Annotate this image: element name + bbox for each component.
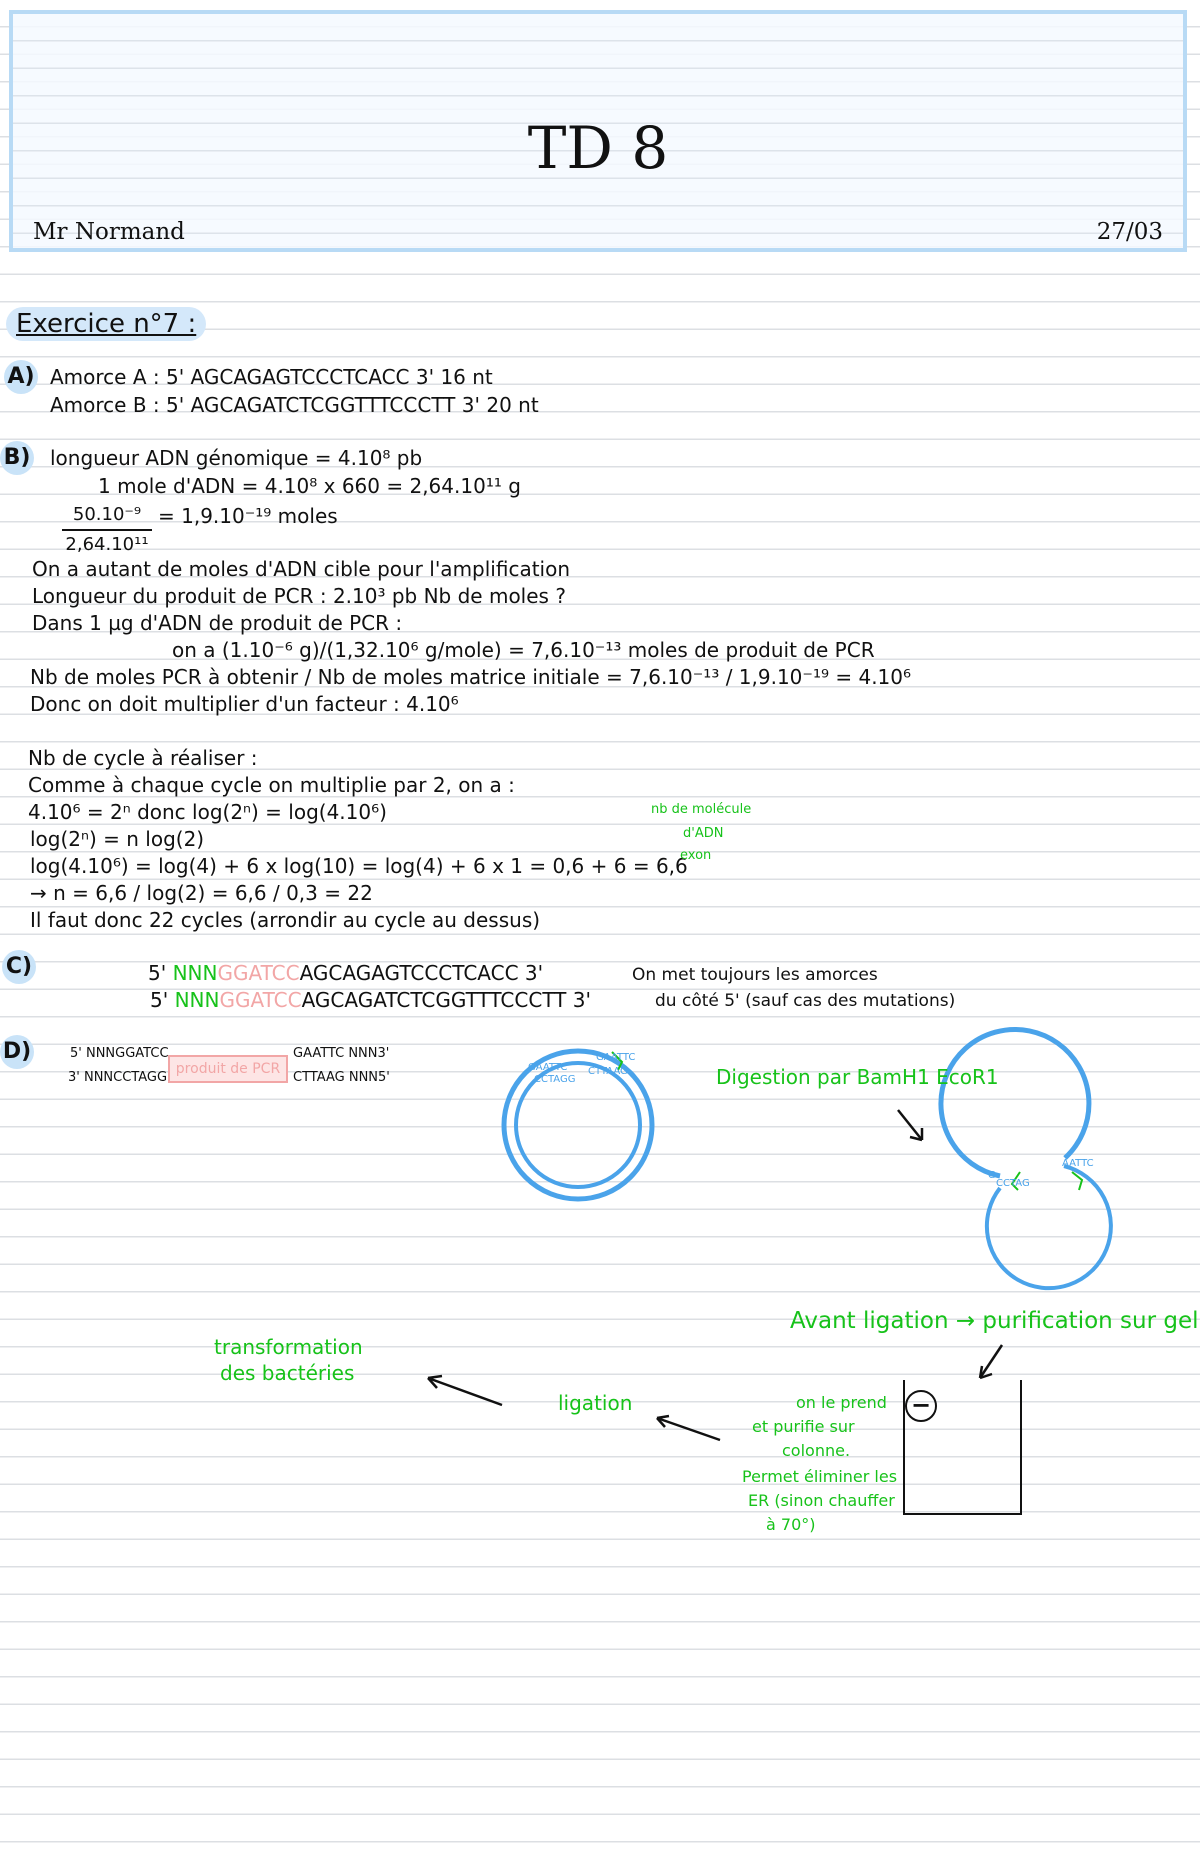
digestion-label: Digestion par BamH1 EcoR1 — [716, 1065, 999, 1089]
note-exon: exon — [680, 848, 712, 863]
note-molecules: nb de molécule — [651, 802, 752, 817]
plasmid-site-1: GAATTC — [528, 1062, 568, 1073]
left-strand-top: 5' NNNGGATCC — [70, 1046, 169, 1061]
cut-site-3: AATTC — [1062, 1158, 1094, 1169]
column-note-4: Permet éliminer les — [742, 1467, 898, 1486]
cut-right-end — [1071, 1171, 1084, 1191]
sequence-1: 5' NNNGGATCCAGCAGAGTCCCTCACC 3' — [148, 960, 543, 986]
ligation-label: ligation — [558, 1391, 633, 1415]
seq2-site: GGATCC — [219, 988, 302, 1012]
seq2-n: NNN — [174, 988, 220, 1012]
badge-b: B) — [0, 441, 34, 475]
primer-a: Amorce A : 5' AGCAGAGTCCCTCACC 3' 16 nt — [50, 365, 493, 389]
pcr-product-box: produit de PCR — [168, 1055, 288, 1083]
fraction-denominator: 2,64.10¹¹ — [65, 534, 149, 555]
right-strand-bottom: CTTAAG NNN5' — [293, 1070, 390, 1085]
plasmid-outer-ring — [501, 1048, 655, 1202]
line-product-length: Longueur du produit de PCR : 2.10³ pb Nb… — [32, 584, 566, 608]
badge-a: A) — [4, 360, 38, 394]
mole-mass: 1 mole d'ADN = 4.10⁸ x 660 = 2,64.10¹¹ g — [98, 474, 521, 498]
line-log2n: log(2ⁿ) = n log(2) — [30, 827, 205, 851]
primer-note-1: On met toujours les amorces — [632, 965, 878, 985]
left-strand-bottom: 3' NNNCCTAGG — [68, 1070, 168, 1085]
fraction-result: = 1,9.10⁻¹⁹ moles — [158, 504, 338, 528]
line-factor: Donc on doit multiplier d'un facteur : 4… — [30, 692, 459, 716]
line-1ug: Dans 1 µg d'ADN de produit de PCR : — [32, 611, 403, 635]
exercise-title: Exercice n°7 : — [6, 307, 207, 341]
primer-b: Amorce B : 5' AGCAGATCTCGGTTTCCCTT 3' 20… — [50, 393, 539, 417]
fraction: 50.10⁻⁹ 2,64.10¹¹ — [62, 503, 152, 557]
seq1-prefix: 5' — [148, 961, 167, 985]
gel-tube — [903, 1380, 1022, 1515]
fraction-numerator: 50.10⁻⁹ — [72, 504, 142, 525]
column-note-6: à 70°) — [766, 1515, 816, 1534]
column-note-1: on le prend — [796, 1393, 887, 1412]
arrow-digestion — [897, 1109, 923, 1141]
arrow-to-gel — [978, 1344, 1004, 1379]
plasmid-site-3: GAATTC — [596, 1052, 636, 1063]
column-note-2: et purifie sur — [752, 1417, 855, 1436]
line-log4e6: log(4.10⁶) = log(4) + 6 x log(10) = log(… — [30, 854, 688, 878]
before-ligation-label: Avant ligation → purification sur gel — [790, 1308, 1199, 1334]
seq1-rest: AGCAGAGTCCCTCACC 3' — [299, 961, 544, 985]
plasmid-site-2: CCTAGG — [534, 1074, 576, 1085]
cut-left-end — [1010, 1171, 1021, 1191]
header-box: TD 8 Mr Normand 27/03 — [9, 10, 1187, 252]
cut-plasmid-outer — [938, 1027, 1092, 1179]
primer-note-2: du côté 5' (sauf cas des mutations) — [655, 991, 956, 1011]
badge-c: C) — [2, 950, 36, 984]
arrow-to-gel-head — [978, 1365, 993, 1380]
seq2-prefix: 5' — [150, 988, 169, 1012]
arrow-digestion-head — [909, 1128, 924, 1142]
note-adn: d'ADN — [683, 826, 724, 841]
column-note-5: ER (sinon chauffer — [748, 1491, 895, 1510]
teacher-name: Mr Normand — [33, 219, 185, 245]
line-n-result: → n = 6,6 / log(2) = 6,6 / 0,3 = 22 — [30, 881, 373, 905]
badge-d: D) — [0, 1035, 34, 1069]
transformation-label-2: des bactéries — [220, 1361, 355, 1385]
right-strand-top: GAATTC NNN3' — [293, 1046, 390, 1061]
cut-plasmid-inner — [984, 1164, 1113, 1291]
cut-site-1: G — [988, 1170, 996, 1181]
seq1-n: NNN — [172, 961, 218, 985]
seq1-site: GGATCC — [217, 961, 300, 985]
plasmid-site-4: CTTAAG — [588, 1066, 628, 1077]
fraction-bar — [62, 529, 152, 531]
line-ratio: Nb de moles PCR à obtenir / Nb de moles … — [30, 665, 912, 689]
arrow-to-transformation-head — [427, 1374, 443, 1389]
genome-length: longueur ADN génomique = 4.10⁸ pb — [50, 446, 423, 470]
line-cycles-title: Nb de cycle à réaliser : — [28, 746, 258, 770]
line-conclusion: Il faut donc 22 cycles (arrondir au cycl… — [30, 908, 541, 932]
transformation-label-1: transformation — [214, 1335, 363, 1359]
seq2-rest: AGCAGATCTCGGTTTCCCTT 3' — [301, 988, 591, 1012]
line-equation: 4.10⁶ = 2ⁿ donc log(2ⁿ) = log(4.10⁶) — [28, 800, 387, 824]
cut-site-2: CCTAG — [996, 1178, 1030, 1189]
sequence-2: 5' NNNGGATCCAGCAGATCTCGGTTTCCCTT 3' — [150, 987, 591, 1013]
line-cycles-intro: Comme à chaque cycle on multiplie par 2,… — [28, 773, 515, 797]
plasmid-cut-mark — [611, 1051, 624, 1071]
page-date: 27/03 — [1096, 219, 1163, 245]
arrow-to-transformation — [427, 1376, 503, 1407]
page-title: TD 8 — [527, 114, 669, 182]
plasmid-inner-ring — [514, 1061, 642, 1189]
arrow-to-ligation-head — [656, 1414, 670, 1428]
line-target: On a autant de moles d'ADN cible pour l'… — [32, 557, 571, 581]
column-note-3: colonne. — [782, 1441, 851, 1460]
line-moles-pcr: on a (1.10⁻⁶ g)/(1,32.10⁶ g/mole) = 7,6.… — [172, 638, 875, 662]
cut-plasmid-spacer — [1030, 1150, 1060, 1186]
gel-negative-sign: − — [905, 1390, 937, 1422]
arrow-to-ligation — [656, 1416, 721, 1442]
